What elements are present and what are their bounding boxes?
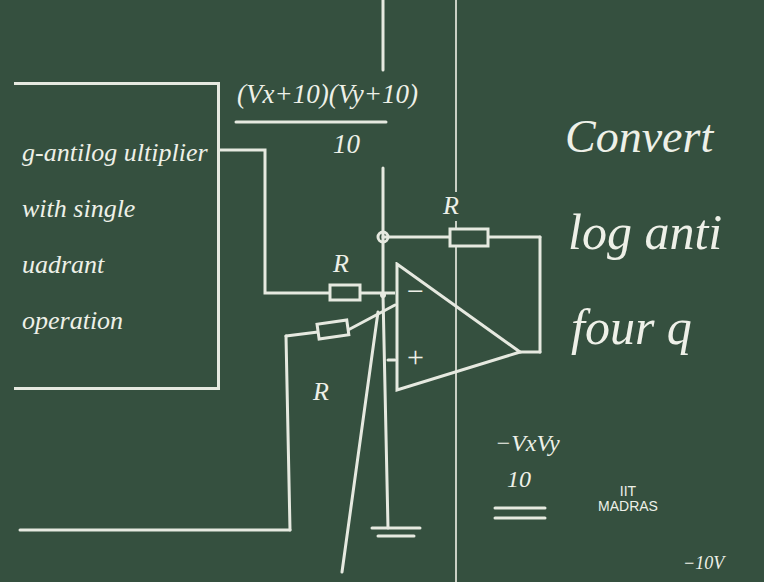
opamp-triangle: −+ xyxy=(395,262,523,392)
box-text: g-antilog ultiplier with single uadrant … xyxy=(22,125,209,349)
opamp-pin-sign: − xyxy=(407,276,424,306)
opamp-pin-sign: + xyxy=(407,342,424,372)
resistor-label: R xyxy=(440,192,462,221)
denominator: 10 xyxy=(504,466,534,492)
resistor-label: R xyxy=(310,378,332,407)
wire-connector xyxy=(220,150,395,293)
note-text: −10V xyxy=(680,554,727,574)
resistor-symbol xyxy=(330,285,360,300)
note-text: four q xyxy=(568,300,695,355)
note-text: Convert xyxy=(562,112,716,163)
resistor-symbol xyxy=(450,229,488,246)
text-box: g-antilog ultiplier with single uadrant … xyxy=(14,82,220,390)
signal-expression: (Vx+10)(Vy+10) xyxy=(234,80,421,110)
resistor-label: R xyxy=(330,250,352,279)
output-expression: −VxVy xyxy=(492,430,563,456)
note-text: log anti xyxy=(565,205,725,260)
resistor-symbol xyxy=(317,320,349,339)
watermark: IIT MADRAS xyxy=(590,484,666,515)
denominator: 10 xyxy=(330,130,363,160)
